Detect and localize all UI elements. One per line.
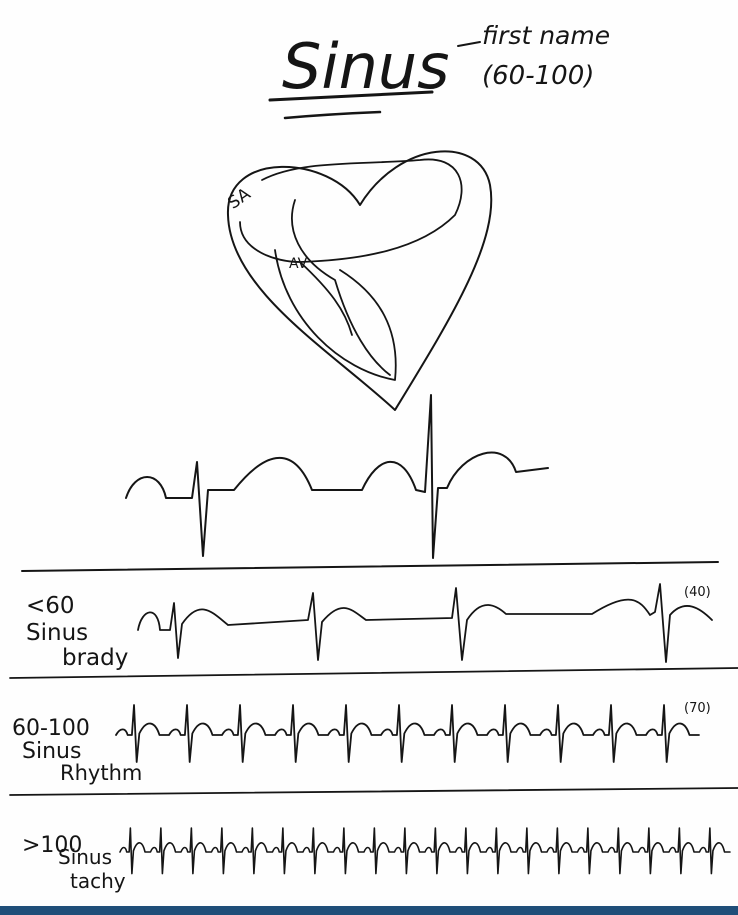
tachy-name-line1: Sinus xyxy=(58,845,112,869)
brady-rate-label: <60 xyxy=(26,593,75,619)
large-ecg-trace xyxy=(126,395,548,558)
rhythm-count-label: (70) xyxy=(684,701,711,716)
subtitle-dash xyxy=(458,42,480,46)
brady-count-label: (40) xyxy=(684,585,711,600)
rhythm-name-line2: Rhythm xyxy=(60,761,142,785)
divider-top xyxy=(22,562,718,571)
rate-range: (60-100) xyxy=(482,61,594,91)
brady-name-line2: brady xyxy=(62,645,128,671)
page-bottom-band xyxy=(0,906,738,915)
divider-row-2 xyxy=(10,788,738,795)
page-subtitle: first name xyxy=(482,21,610,50)
av-node-label: AV xyxy=(289,256,308,272)
brady-ecg-trace xyxy=(138,584,712,662)
tachy-ecg-trace xyxy=(120,828,730,874)
brady-name-line1: Sinus xyxy=(26,620,88,646)
rhythm-rate-label: 60-100 xyxy=(12,716,90,741)
tachy-name-line2: tachy xyxy=(70,869,126,893)
heart-illustration xyxy=(228,151,491,410)
rhythm-ecg-trace xyxy=(116,705,699,762)
title-underline-2 xyxy=(285,112,380,118)
